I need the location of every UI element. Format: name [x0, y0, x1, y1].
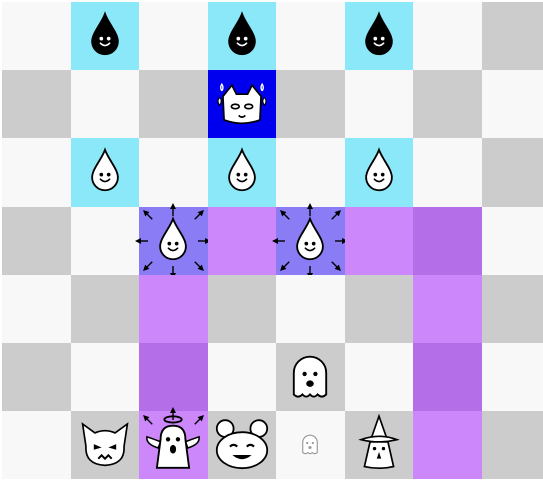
drop-piece-icon[interactable] [150, 216, 196, 266]
board-cell[interactable] [2, 2, 71, 70]
board-cell[interactable] [276, 2, 345, 70]
ghost-piece-icon[interactable] [283, 346, 337, 408]
highlighted-cell[interactable] [208, 207, 277, 275]
highlighted-cell[interactable] [413, 343, 482, 411]
board-cell[interactable] [71, 343, 140, 411]
highlighted-cell[interactable] [345, 2, 414, 70]
board-cell[interactable] [139, 70, 208, 138]
highlighted-cell[interactable] [276, 207, 345, 275]
board-cell[interactable] [2, 343, 71, 411]
highlighted-cell[interactable] [345, 138, 414, 206]
board-cell[interactable] [482, 138, 543, 206]
move-arrow-up-icon[interactable] [165, 406, 181, 426]
highlighted-cell[interactable] [208, 138, 277, 206]
board-cell[interactable] [482, 207, 543, 275]
board-cell[interactable] [2, 207, 71, 275]
board-cell[interactable] [345, 411, 414, 479]
move-arrow-up-icon[interactable] [165, 202, 181, 222]
board-cell[interactable] [71, 275, 140, 343]
board-cell[interactable] [345, 343, 414, 411]
drop-piece-icon[interactable] [82, 147, 128, 197]
board-cell[interactable] [482, 275, 543, 343]
move-arrow-up-icon[interactable] [302, 202, 318, 222]
bear-piece-icon[interactable] [212, 413, 272, 477]
board-cell[interactable] [208, 343, 277, 411]
drop-piece-icon[interactable] [356, 147, 402, 197]
board-cell[interactable] [139, 138, 208, 206]
devil-piece-icon[interactable] [77, 415, 133, 475]
drop-piece-icon[interactable] [219, 11, 265, 61]
board-cell[interactable] [276, 138, 345, 206]
move-arrow-left-icon[interactable] [134, 233, 150, 253]
board-cell[interactable] [2, 138, 71, 206]
drop-piece-icon[interactable] [82, 11, 128, 61]
board-cell[interactable] [345, 70, 414, 138]
board-cell[interactable] [208, 275, 277, 343]
drop-piece-icon[interactable] [219, 147, 265, 197]
move-arrow-up-right-icon[interactable] [328, 207, 344, 227]
highlighted-cell[interactable] [345, 207, 414, 275]
drop-piece-icon[interactable] [356, 11, 402, 61]
board-cell[interactable] [276, 70, 345, 138]
move-arrow-up-left-icon[interactable] [140, 412, 156, 432]
highlighted-cell[interactable] [139, 343, 208, 411]
drop-piece-icon[interactable] [287, 216, 333, 266]
board-cell[interactable] [276, 343, 345, 411]
board-cell[interactable] [2, 70, 71, 138]
board-cell[interactable] [482, 2, 543, 70]
board-cell[interactable] [208, 411, 277, 479]
board-cell[interactable] [482, 411, 543, 479]
move-arrow-left-icon[interactable] [271, 233, 287, 253]
board-cell[interactable] [345, 275, 414, 343]
highlighted-cell[interactable] [413, 207, 482, 275]
highlighted-cell[interactable] [208, 70, 277, 138]
board-cell[interactable] [482, 70, 543, 138]
highlighted-cell[interactable] [139, 411, 208, 479]
move-arrow-up-right-icon[interactable] [191, 207, 207, 227]
wizard-piece-icon[interactable] [351, 412, 407, 478]
highlighted-cell[interactable] [139, 275, 208, 343]
highlighted-cell[interactable] [208, 2, 277, 70]
board-cell[interactable] [276, 411, 345, 479]
highlighted-cell[interactable] [413, 411, 482, 479]
highlighted-cell[interactable] [139, 207, 208, 275]
cat-piece-icon[interactable] [214, 74, 270, 134]
move-arrow-up-right-icon[interactable] [191, 412, 207, 432]
board-cell[interactable] [413, 2, 482, 70]
board-cell[interactable] [276, 275, 345, 343]
board-cell[interactable] [2, 275, 71, 343]
highlighted-cell[interactable] [413, 275, 482, 343]
board-cell[interactable] [2, 411, 71, 479]
small-ghost-piece-icon[interactable] [296, 429, 324, 461]
board-cell[interactable] [413, 70, 482, 138]
board-cell[interactable] [71, 70, 140, 138]
highlighted-cell[interactable] [71, 138, 140, 206]
move-arrow-up-left-icon[interactable] [140, 207, 156, 227]
board-cell[interactable] [413, 138, 482, 206]
highlighted-cell[interactable] [71, 2, 140, 70]
board-cell[interactable] [482, 343, 543, 411]
board-cell[interactable] [71, 207, 140, 275]
board-cell[interactable] [71, 411, 140, 479]
move-arrow-up-left-icon[interactable] [277, 207, 293, 227]
board-cell[interactable] [139, 2, 208, 70]
